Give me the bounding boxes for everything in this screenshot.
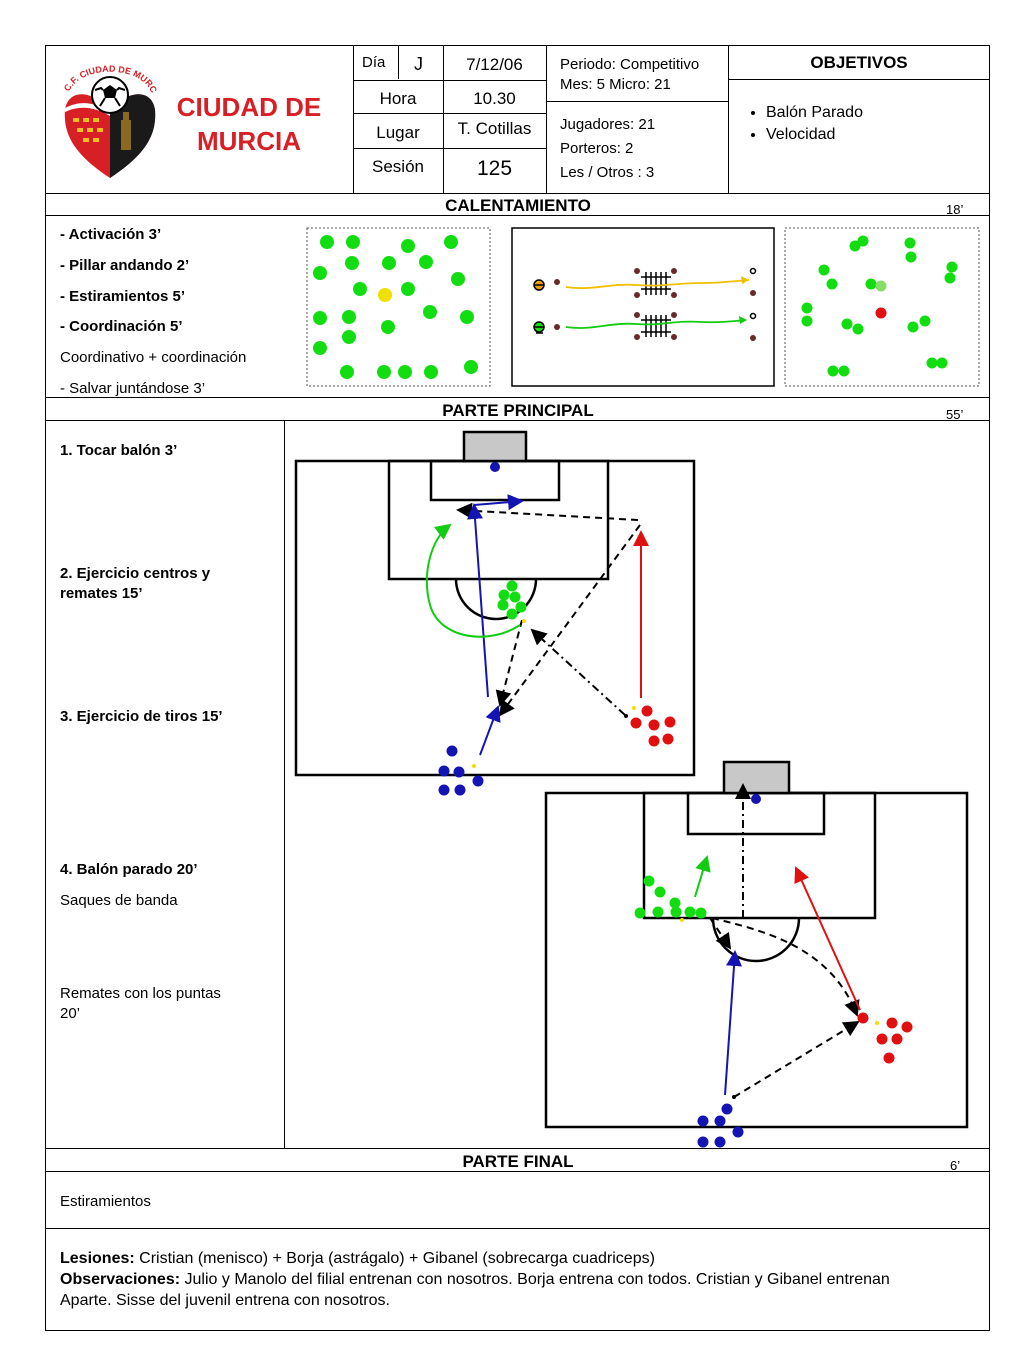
sesion-label: Sesión <box>372 157 424 176</box>
porteros: Porteros: 2 <box>560 140 634 157</box>
principal-item: 20’ <box>60 1005 81 1022</box>
drill-salvar-diagram <box>784 227 980 387</box>
calentamiento-duration: 18’ <box>946 202 964 217</box>
dia-label: Día <box>362 54 386 71</box>
divider <box>353 80 546 81</box>
fecha-value: 7/12/06 <box>466 55 523 74</box>
pitch-2 <box>544 791 969 1129</box>
objetivo-item: Balón Parado <box>766 104 863 122</box>
principal-item: Remates con los puntas <box>60 985 221 1002</box>
divider <box>546 101 728 102</box>
calentamiento-item: - Activación 3’ <box>60 226 162 243</box>
drill-coordinacion-diagram <box>511 227 775 387</box>
observaciones-label: Observaciones: <box>60 1271 181 1288</box>
principal-item: Saques de banda <box>60 892 178 909</box>
les-otros: Les / Otros : 3 <box>560 164 655 181</box>
calentamiento-item: - Pillar andando 2’ <box>60 257 190 274</box>
divider <box>45 1171 990 1172</box>
calentamiento-item: Coordinativo + coordinación <box>60 349 247 366</box>
divider <box>45 215 990 216</box>
dia-value: J <box>414 54 423 74</box>
divider <box>353 148 546 149</box>
sesion-value: 125 <box>476 157 513 180</box>
objetivos-list: Balón Parado Velocidad <box>752 104 863 148</box>
periodo: Periodo: Competitivo <box>560 56 700 73</box>
club-name-line1: CIUDAD DE <box>176 92 322 122</box>
principal-title: PARTE PRINCIPAL <box>442 401 594 420</box>
lugar-value: T. Cotillas <box>457 119 532 138</box>
divider <box>546 45 547 193</box>
divider <box>728 79 990 80</box>
observaciones-text: Julio y Manolo del filial entrenan con n… <box>184 1271 890 1288</box>
objetivo-item: Velocidad <box>766 126 863 144</box>
divider <box>45 420 990 421</box>
hora-label: Hora <box>379 89 417 108</box>
divider <box>353 45 354 193</box>
observaciones-text-2: Aparte. Sisse del juvenil entrena con no… <box>60 1292 390 1309</box>
lesiones-text: Cristian (menisco) + Borja (astrágalo) +… <box>139 1250 655 1267</box>
hora-value: 10.30 <box>473 89 516 108</box>
final-duration: 6’ <box>950 1158 961 1173</box>
principal-duration: 55’ <box>946 407 964 422</box>
divider <box>728 45 729 193</box>
objetivos-title: OBJETIVOS <box>810 53 908 72</box>
divider <box>353 113 546 114</box>
principal-item: 1. Tocar balón 3’ <box>60 442 178 459</box>
lugar-label: Lugar <box>376 123 420 142</box>
lesiones-row: Lesiones: Cristian (menisco) + Borja (as… <box>60 1250 655 1268</box>
tactical-diagram <box>294 430 969 1148</box>
principal-item: 4. Balón parado 20’ <box>60 861 198 878</box>
drill-pillar-diagram <box>306 227 491 387</box>
divider <box>284 420 285 1148</box>
calentamiento-title: CALENTAMIENTO <box>445 196 591 215</box>
calentamiento-item: - Coordinación 5’ <box>60 318 183 335</box>
divider <box>45 397 990 398</box>
divider <box>45 1228 990 1229</box>
principal-item: 2. Ejercicio centros y <box>60 565 211 582</box>
jugadores: Jugadores: 21 <box>560 116 656 133</box>
calentamiento-item: - Salvar juntándose 3’ <box>60 380 206 397</box>
divider <box>45 193 990 194</box>
lesiones-label: Lesiones: <box>60 1250 135 1267</box>
calentamiento-item: - Estiramientos 5’ <box>60 288 186 305</box>
final-item: Estiramientos <box>60 1193 151 1210</box>
principal-item: 3. Ejercicio de tiros 15’ <box>60 708 223 725</box>
divider <box>443 45 444 193</box>
divider <box>398 45 399 79</box>
divider <box>45 1148 990 1149</box>
mes-micro: Mes: 5 Micro: 21 <box>560 76 671 93</box>
principal-item: remates 15’ <box>60 585 143 602</box>
club-crest-icon: C.F. CIUDAD DE MURCIA <box>55 60 159 178</box>
final-title: PARTE FINAL <box>462 1152 574 1171</box>
observaciones-row: Observaciones: Julio y Manolo del filial… <box>60 1271 890 1289</box>
session-sheet <box>45 45 990 1331</box>
club-name-line2: MURCIA <box>197 126 301 156</box>
club-name: CIUDAD DE MURCIA <box>165 90 333 158</box>
